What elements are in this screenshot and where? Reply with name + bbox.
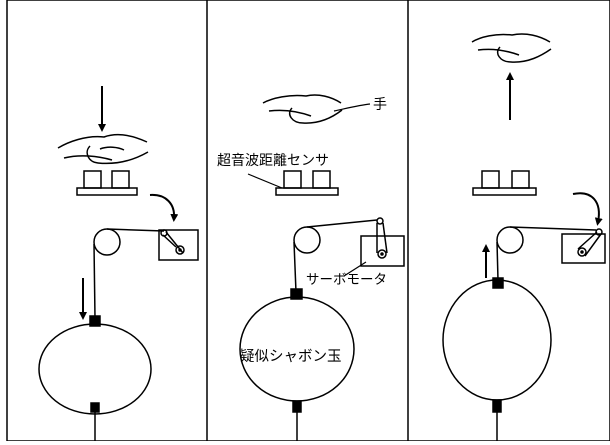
balloon-label: 疑似シャボン玉 xyxy=(240,348,342,365)
servo-arm xyxy=(577,231,598,250)
servo-label: サーボモータ xyxy=(306,272,387,288)
servo-motor xyxy=(360,235,405,267)
servo-motor xyxy=(158,229,199,261)
balloon-bottom-mount xyxy=(90,402,100,413)
servo-arm xyxy=(162,234,177,248)
string xyxy=(306,219,378,228)
string xyxy=(496,241,499,281)
sensor-leader-line xyxy=(247,173,283,189)
balloon-bottom-mount xyxy=(492,399,502,413)
panel-2 xyxy=(239,94,405,441)
servo-shaft xyxy=(377,249,387,259)
servo-motor xyxy=(561,233,606,264)
pulley xyxy=(93,228,121,256)
pulley xyxy=(293,226,321,254)
servo-rotation-arrow xyxy=(149,193,179,222)
hand-icon xyxy=(471,33,552,63)
balloon-top-mount xyxy=(492,277,504,289)
string xyxy=(293,241,297,293)
ultrasonic-sensor xyxy=(275,170,339,196)
servo-rotation-arrow xyxy=(572,192,603,226)
panel-3 xyxy=(442,33,606,441)
balloon xyxy=(38,323,152,415)
servo-shaft xyxy=(175,245,185,255)
string xyxy=(106,228,165,232)
ultrasonic-sensor xyxy=(472,170,537,196)
pulley xyxy=(496,226,524,254)
sensor-label: 超音波距離センサ xyxy=(217,152,329,169)
string xyxy=(93,243,96,319)
servo-shaft xyxy=(577,247,587,257)
balloon xyxy=(442,279,552,401)
balloon-bottom-mount xyxy=(292,400,302,413)
hand-leader-line xyxy=(333,103,371,112)
panel-1 xyxy=(38,86,199,441)
balloon-top-mount xyxy=(89,315,101,327)
servo-leader-line xyxy=(343,261,367,277)
hand-icon xyxy=(262,94,343,124)
hand-icon xyxy=(57,134,149,165)
frame-border xyxy=(6,0,610,442)
ultrasonic-sensor xyxy=(76,170,138,196)
balloon-top-mount xyxy=(290,288,303,300)
hand-label: 手 xyxy=(373,97,387,113)
string xyxy=(509,226,597,231)
